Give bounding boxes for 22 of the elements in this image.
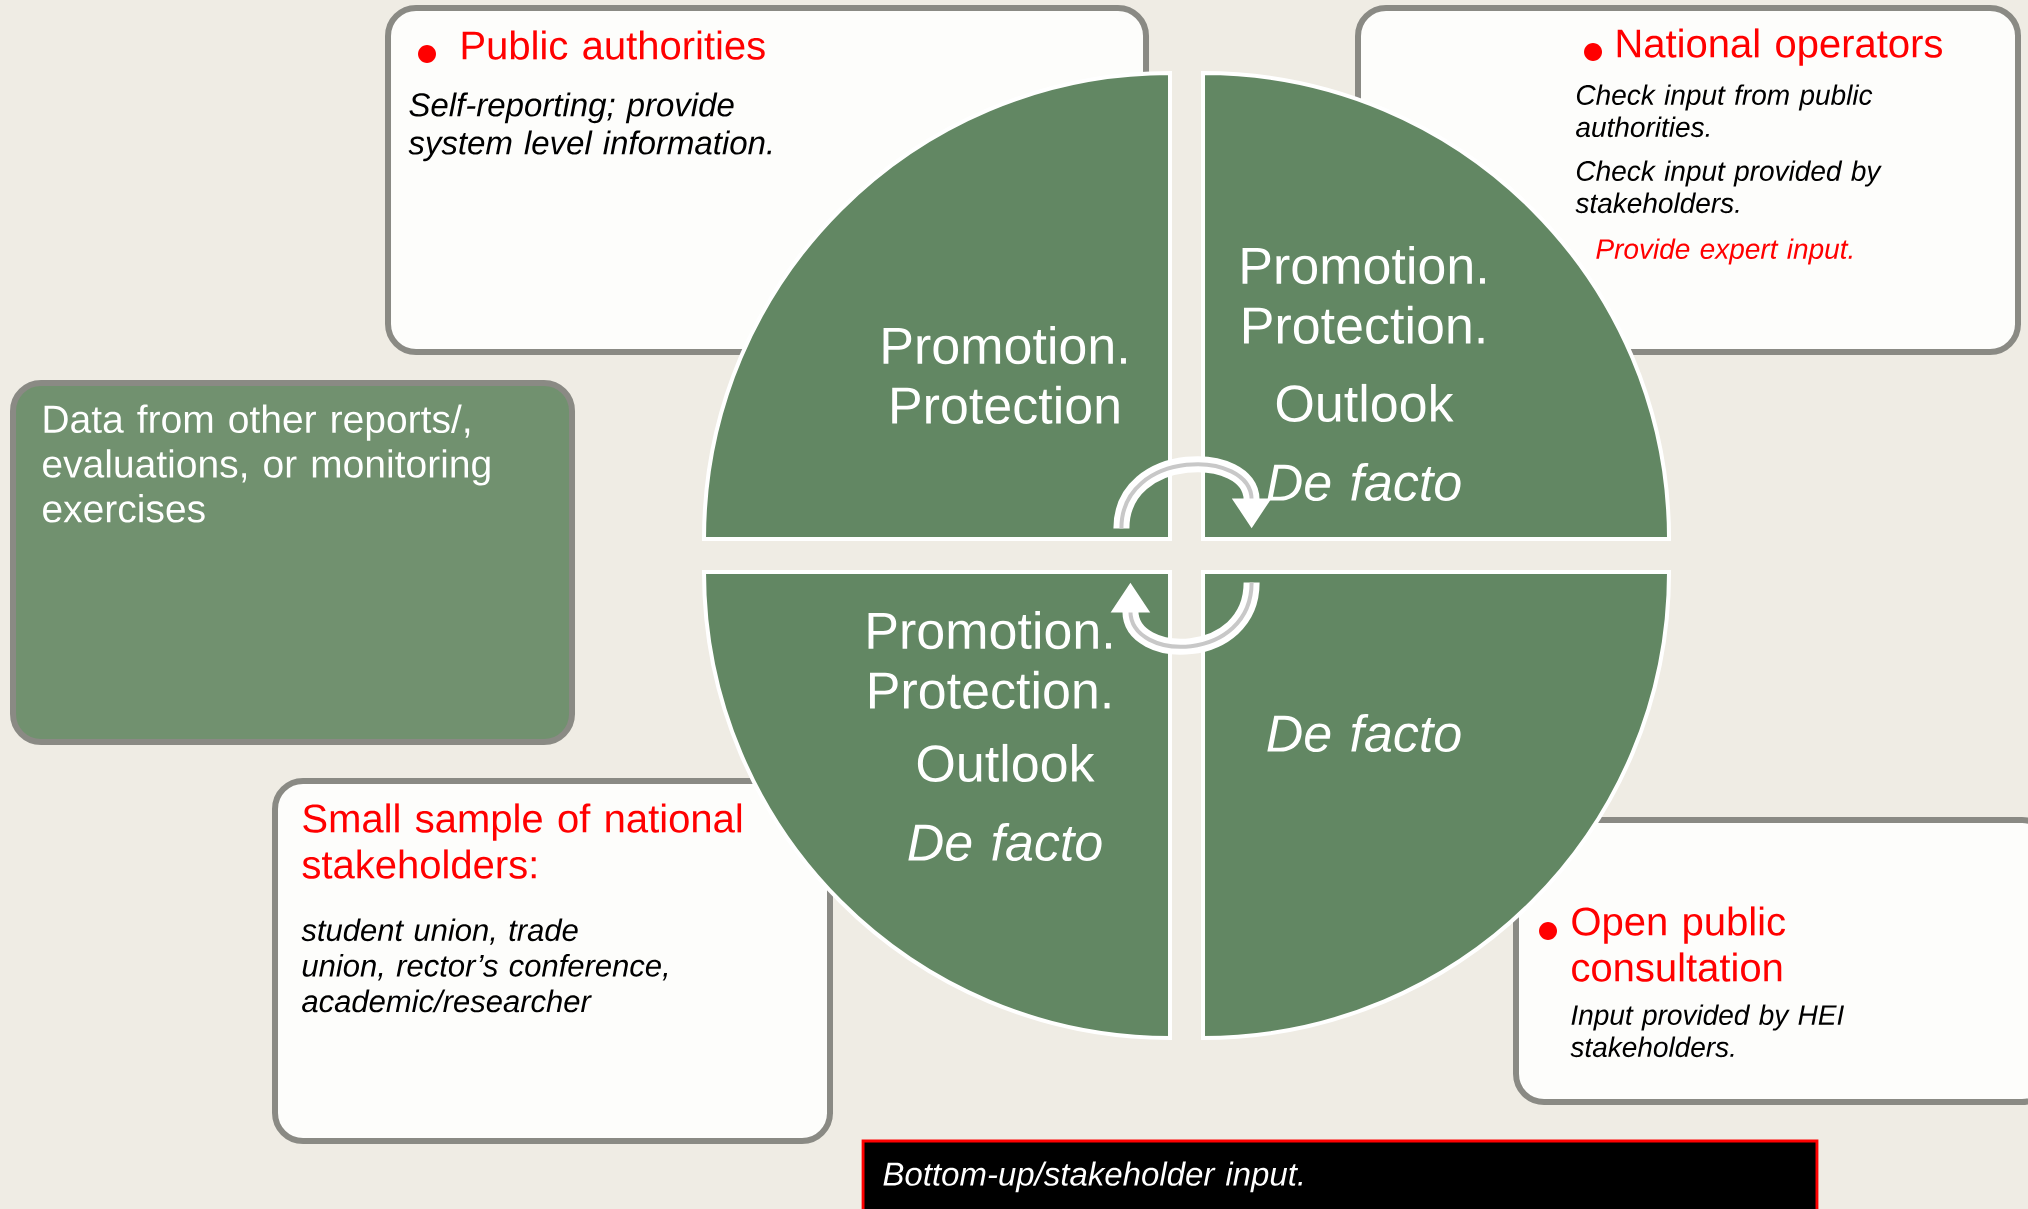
body-text: Data from other reports/, evaluations, or monitoring exercises bbox=[43, 404, 490, 523]
label-text: De facto bbox=[1267, 462, 1461, 502]
body-text: Input provided by HEI stakeholders. bbox=[1570, 1004, 1844, 1058]
label-text: Outlook bbox=[1276, 383, 1454, 423]
label-text: De facto bbox=[1267, 713, 1461, 753]
label-text: Outlook bbox=[917, 743, 1095, 783]
label-text: De facto bbox=[908, 822, 1102, 862]
heading: Small sample of national stakeholders: bbox=[302, 803, 742, 879]
body-text: Provide expert input. bbox=[1596, 238, 1852, 265]
body-text: student union, trade union, rector’s conference, academic/researcher bbox=[301, 918, 668, 1013]
cycle-arrow bbox=[1110, 581, 1260, 655]
heading: Open public consultation bbox=[1539, 906, 1785, 982]
heading: Public authorities bbox=[418, 30, 765, 63]
cycle-arrow bbox=[1113, 456, 1272, 530]
label-text: Promotion. Protection. bbox=[868, 611, 1111, 709]
heading: National operators bbox=[1584, 28, 1942, 66]
body-text: Check input from public authorities. bbox=[1576, 84, 1873, 138]
label-text: Promotion. Protection bbox=[883, 326, 1126, 424]
body-text: Bottom-up/stakeholder input. bbox=[883, 1161, 1303, 1193]
body-text: Check input provided by stakeholders. bbox=[1575, 160, 1882, 214]
body-text: Self-reporting; provide system level information. bbox=[408, 92, 772, 162]
label-text: Promotion. Protection. bbox=[1242, 246, 1485, 344]
